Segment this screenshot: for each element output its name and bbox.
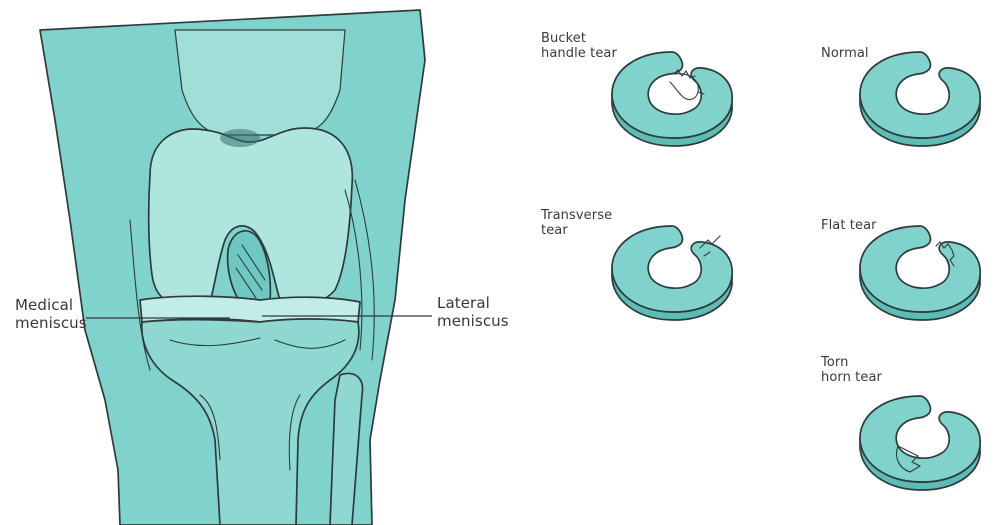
- femur-shaft: [175, 30, 345, 135]
- lateral-meniscus-label: Lateral meniscus: [437, 294, 509, 330]
- tear-label-transverse: Transverse tear: [541, 208, 612, 238]
- tear-label-flat: Flat tear: [821, 218, 877, 233]
- knee-illustration: [0, 0, 530, 525]
- meniscus-flat-tear: [860, 226, 980, 320]
- tear-label-bucket: Bucket handle tear: [541, 31, 617, 61]
- meniscus-normal: [860, 52, 980, 146]
- meniscus-transverse: [612, 226, 732, 320]
- meniscus-bucket-handle: [612, 52, 732, 146]
- tear-label-horn: Torn horn tear: [821, 355, 882, 385]
- tear-label-normal: Normal: [821, 46, 869, 61]
- meniscus-torn-horn: [860, 396, 980, 490]
- medial-meniscus-label: Medical meniscus: [15, 296, 87, 332]
- tear-types-panel: [560, 0, 1004, 525]
